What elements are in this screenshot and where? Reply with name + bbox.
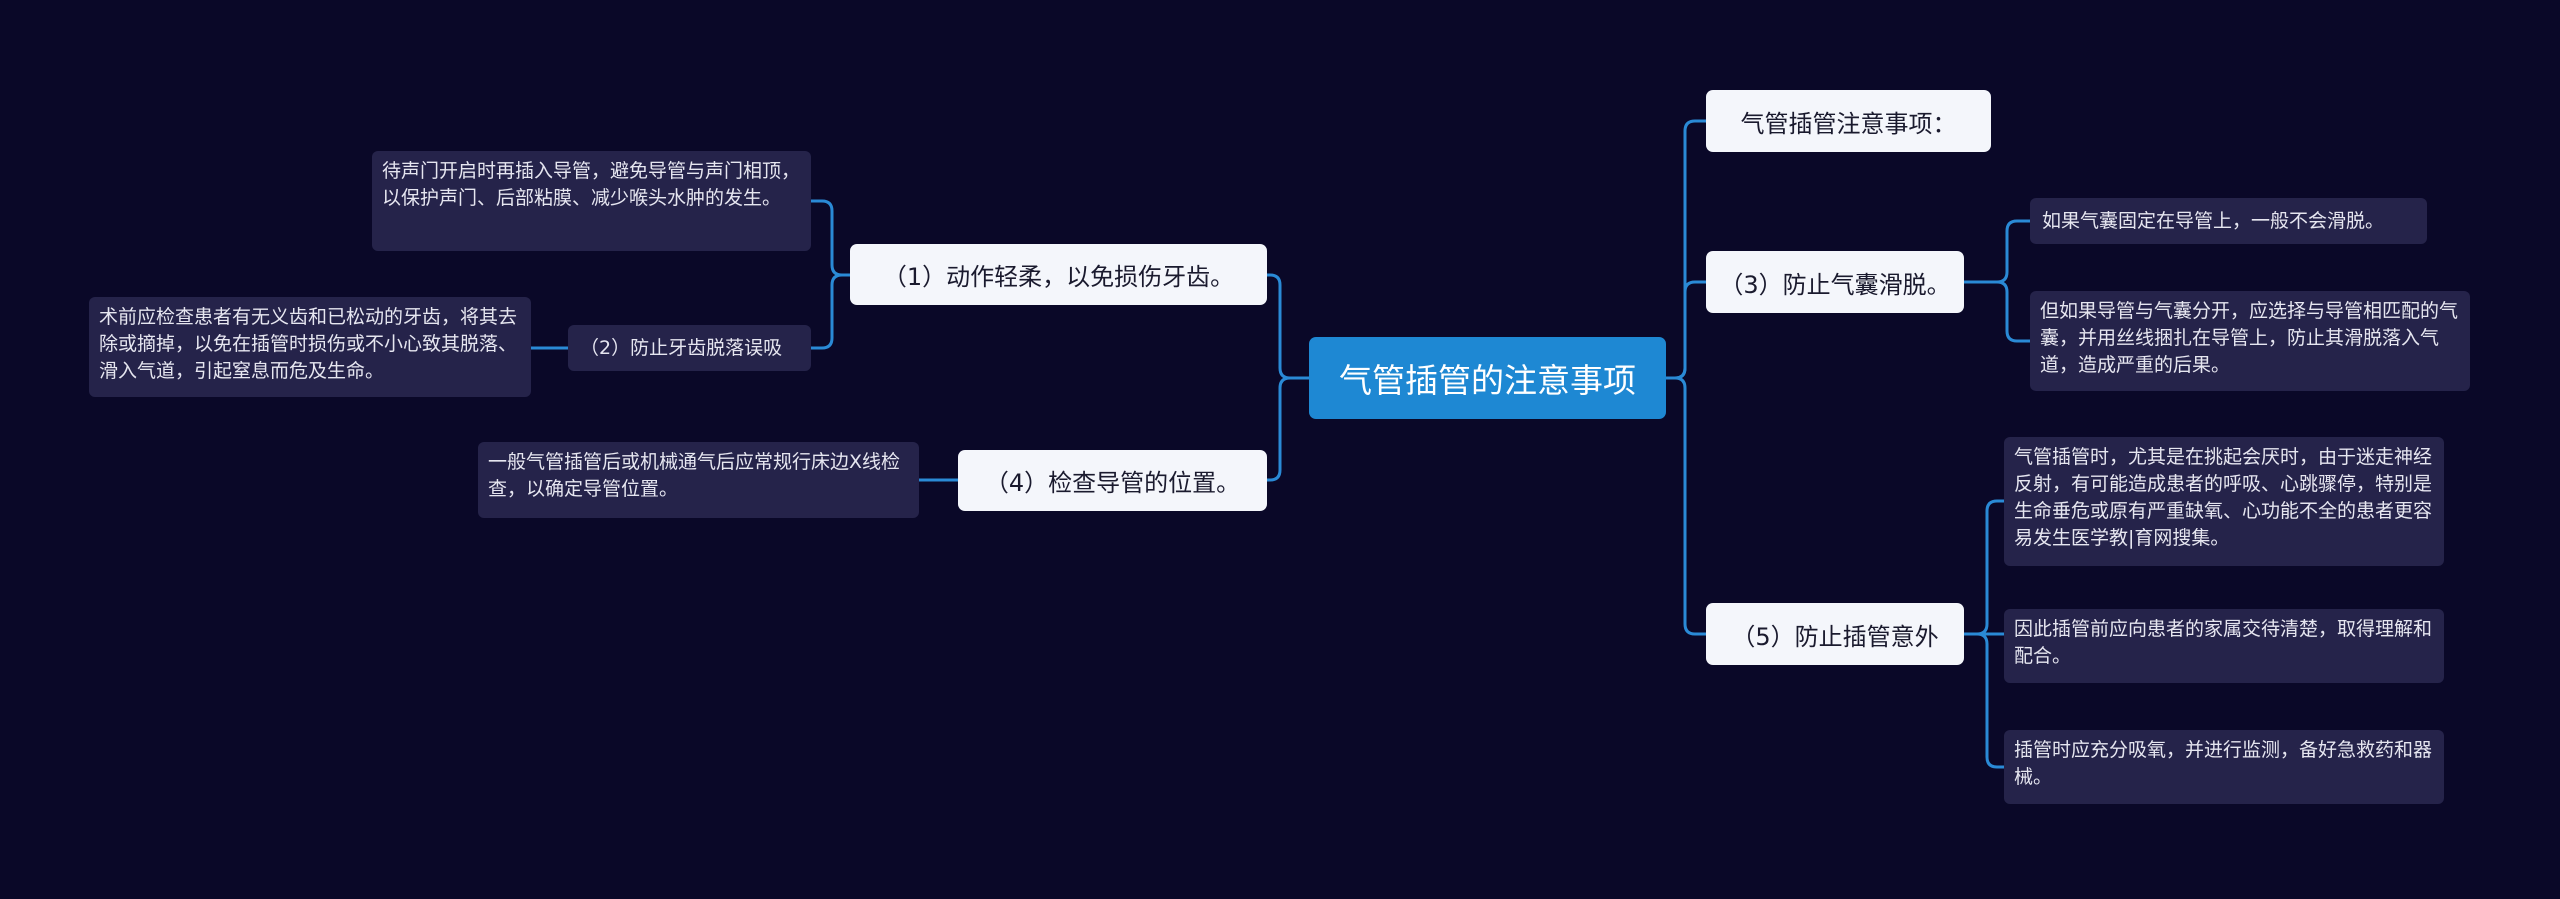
- connector-b3-to-leaf1: [1964, 219, 2030, 284]
- connector-center-to-b5: [1666, 376, 1706, 636]
- connector-b1-to-leaf: [811, 199, 850, 277]
- branch-notes-title-label: 气管插管注意事项：: [1740, 109, 1957, 138]
- connector-b1-to-sub: [811, 273, 850, 350]
- leaf-check-dentures[interactable]: 术前应检查患者有无义齿和已松动的牙齿，将其去除或摘掉，以免在插管时损伤或不小心致…: [89, 297, 531, 397]
- center-node-label: 气管插管的注意事项: [1339, 361, 1636, 400]
- leaf-cuff-separate[interactable]: 但如果导管与气囊分开，应选择与导管相匹配的气囊，并用丝线捆扎在导管上，防止其滑脱…: [2030, 291, 2470, 391]
- leaf-inform-family[interactable]: 因此插管前应向患者的家属交待清楚，取得理解和配合。: [2004, 609, 2444, 683]
- branch-prevent-cuff-slip-label: （3）防止气囊滑脱。: [1719, 270, 1951, 299]
- leaf-vagal-reflex[interactable]: 气管插管时，尤其是在挑起会厌时，由于迷走神经反射，有可能造成患者的呼吸、心跳骤停…: [2004, 437, 2444, 566]
- branch-gentle-action[interactable]: （1）动作轻柔，以免损伤牙齿。: [850, 244, 1267, 305]
- branch-prevent-accidents[interactable]: （5）防止插管意外: [1706, 603, 1964, 665]
- leaf-insert-when-glottis-open-text: 待声门开启时再插入导管，避免导管与声门相顶，以保护声门、后部粘膜、减少喉头水肿的…: [382, 160, 801, 209]
- leaf-inform-family-text: 因此插管前应向患者的家属交待清楚，取得理解和配合。: [2014, 618, 2433, 667]
- connector-center-to-b4: [1267, 376, 1309, 482]
- branch-prevent-cuff-slip[interactable]: （3）防止气囊滑脱。: [1706, 251, 1964, 313]
- leaf-vagal-reflex-text: 气管插管时，尤其是在挑起会厌时，由于迷走神经反射，有可能造成患者的呼吸、心跳骤停…: [2014, 446, 2433, 549]
- branch-prevent-tooth-aspiration[interactable]: （2）防止牙齿脱落误吸: [568, 325, 811, 371]
- leaf-cuff-fixed-text: 如果气囊固定在导管上，一般不会滑脱。: [2042, 209, 2385, 232]
- leaf-check-dentures-text: 术前应检查患者有无义齿和已松动的牙齿，将其去除或摘掉，以免在插管时损伤或不小心致…: [99, 306, 518, 382]
- connector-center-to-b1: [1267, 273, 1309, 380]
- connector-b3-to-leaf2: [1964, 280, 2030, 343]
- branch-check-tube-position[interactable]: （4）检查导管的位置。: [958, 450, 1267, 511]
- connector-b5-to-leaf1: [1964, 499, 2004, 636]
- branch-prevent-accidents-label: （5）防止插管意外: [1731, 622, 1939, 651]
- leaf-insert-when-glottis-open[interactable]: 待声门开启时再插入导管，避免导管与声门相顶，以保护声门、后部粘膜、减少喉头水肿的…: [372, 151, 811, 251]
- leaf-bedside-xray[interactable]: 一般气管插管后或机械通气后应常规行床边X线检查，以确定导管位置。: [478, 442, 919, 518]
- branch-gentle-action-label: （1）动作轻柔，以免损伤牙齿。: [882, 263, 1235, 291]
- branch-notes-title[interactable]: 气管插管注意事项：: [1706, 90, 1991, 152]
- branch-prevent-tooth-aspiration-label: （2）防止牙齿脱落误吸: [580, 336, 783, 359]
- branch-check-tube-position-label: （4）检查导管的位置。: [984, 469, 1241, 497]
- connector-b5-to-leaf3: [1964, 632, 2004, 769]
- leaf-cuff-fixed[interactable]: 如果气囊固定在导管上，一般不会滑脱。: [2030, 198, 2427, 244]
- center-node[interactable]: 气管插管的注意事项: [1309, 337, 1666, 419]
- leaf-oxygen-monitoring-text: 插管时应充分吸氧，并进行监测，备好急救药和器械。: [2014, 739, 2433, 788]
- leaf-cuff-separate-text: 但如果导管与气囊分开，应选择与导管相匹配的气囊，并用丝线捆扎在导管上，防止其滑脱…: [2040, 300, 2459, 376]
- leaf-oxygen-monitoring[interactable]: 插管时应充分吸氧，并进行监测，备好急救药和器械。: [2004, 730, 2444, 804]
- connector-center-to-b3: [1666, 280, 1706, 380]
- leaf-bedside-xray-text: 一般气管插管后或机械通气后应常规行床边X线检查，以确定导管位置。: [488, 451, 901, 500]
